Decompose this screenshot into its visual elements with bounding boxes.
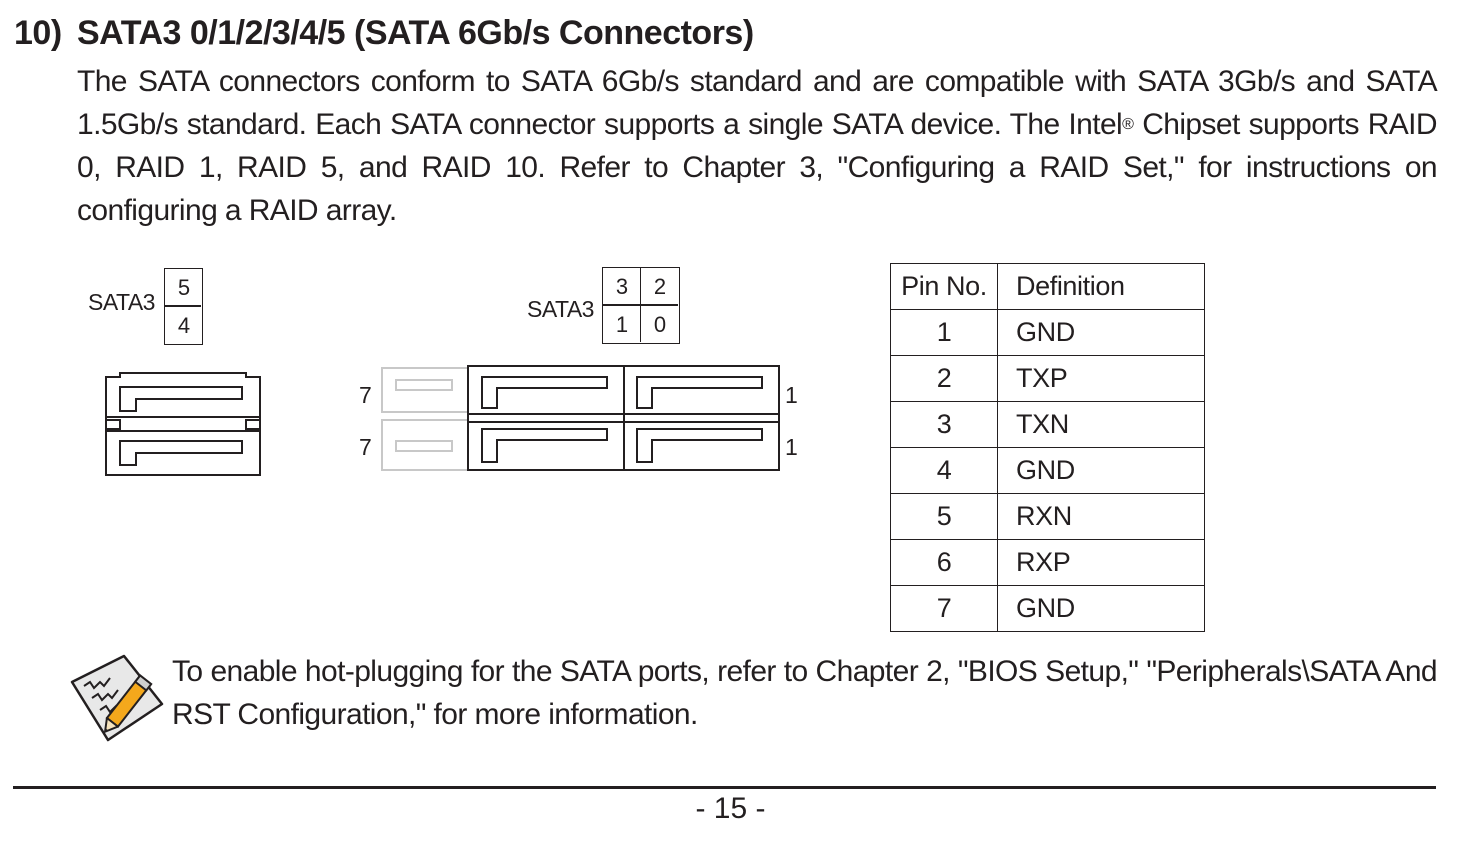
- pin-number: 2: [890, 355, 998, 402]
- pin-number: 1: [890, 309, 998, 356]
- port-number-1: 1: [615, 312, 629, 337]
- pin1-top-label: 1: [785, 382, 798, 408]
- table-row: 5 RXN: [890, 493, 1205, 540]
- table-row: 3 TXN: [890, 401, 1205, 448]
- table-row: 7 GND: [890, 585, 1205, 632]
- pin-definition: RXN: [997, 493, 1205, 540]
- page-number: - 15 -: [695, 792, 766, 825]
- pin-number: 5: [890, 493, 998, 540]
- pin-definition: TXN: [997, 401, 1205, 448]
- pin-number: 4: [890, 447, 998, 494]
- table-row: 2 TXP: [890, 355, 1205, 402]
- left-sata-label: SATA3: [88, 289, 155, 315]
- pin7-top-label: 7: [359, 382, 372, 408]
- table-row: 1 GND: [890, 309, 1205, 356]
- pin-definition-table: Pin No. Definition 1 GND 2 TXP 3 TXN 4 G…: [890, 263, 1205, 632]
- port-number-0: 0: [653, 312, 667, 337]
- pin-number: 6: [890, 539, 998, 586]
- header-definition: Definition: [997, 263, 1205, 310]
- section-title: SATA3 0/1/2/3/4/5 (SATA 6Gb/s Connectors…: [77, 14, 754, 52]
- hot-plug-note: To enable hot-plugging for the SATA port…: [172, 655, 1438, 731]
- description-part-1: The SATA connectors conform to SATA 6Gb/…: [77, 65, 1438, 141]
- right-sata-connector-icon: [381, 365, 780, 471]
- right-port-box: 3 2 1 0: [602, 267, 680, 344]
- pin-number: 7: [890, 585, 998, 632]
- port-number-5: 5: [177, 275, 191, 300]
- section-number: 10): [14, 14, 62, 52]
- right-sata-label: SATA3: [527, 296, 594, 322]
- pin-definition: GND: [997, 585, 1205, 632]
- section-description: The SATA connectors conform to SATA 6Gb/…: [77, 60, 1438, 232]
- footer-divider: [13, 786, 1436, 789]
- pin1-bottom-label: 1: [785, 434, 798, 460]
- table-row: 6 RXP: [890, 539, 1205, 586]
- note-pencil-icon: [70, 654, 164, 742]
- pin7-bottom-label: 7: [359, 434, 372, 460]
- table-row: 4 GND: [890, 447, 1205, 494]
- table-header-row: Pin No. Definition: [890, 263, 1205, 310]
- registered-mark: ®: [1122, 116, 1134, 133]
- port-number-2: 2: [653, 274, 667, 299]
- pin-definition: GND: [997, 447, 1205, 494]
- header-pin-no: Pin No.: [890, 263, 998, 310]
- pin-number: 3: [890, 401, 998, 448]
- section-heading: 10) SATA3 0/1/2/3/4/5 (SATA 6Gb/s Connect…: [14, 14, 754, 53]
- port-number-3: 3: [615, 274, 629, 299]
- pin-definition: GND: [997, 309, 1205, 356]
- left-sata-connector-icon: [105, 372, 261, 476]
- port-number-4: 4: [177, 313, 191, 338]
- pin-definition: RXP: [997, 539, 1205, 586]
- description-part-2: Chipset supports RAID 0, RAID 1, RAID 5,…: [77, 108, 1438, 227]
- pin-definition: TXP: [997, 355, 1205, 402]
- left-port-box: 5 4: [164, 268, 203, 345]
